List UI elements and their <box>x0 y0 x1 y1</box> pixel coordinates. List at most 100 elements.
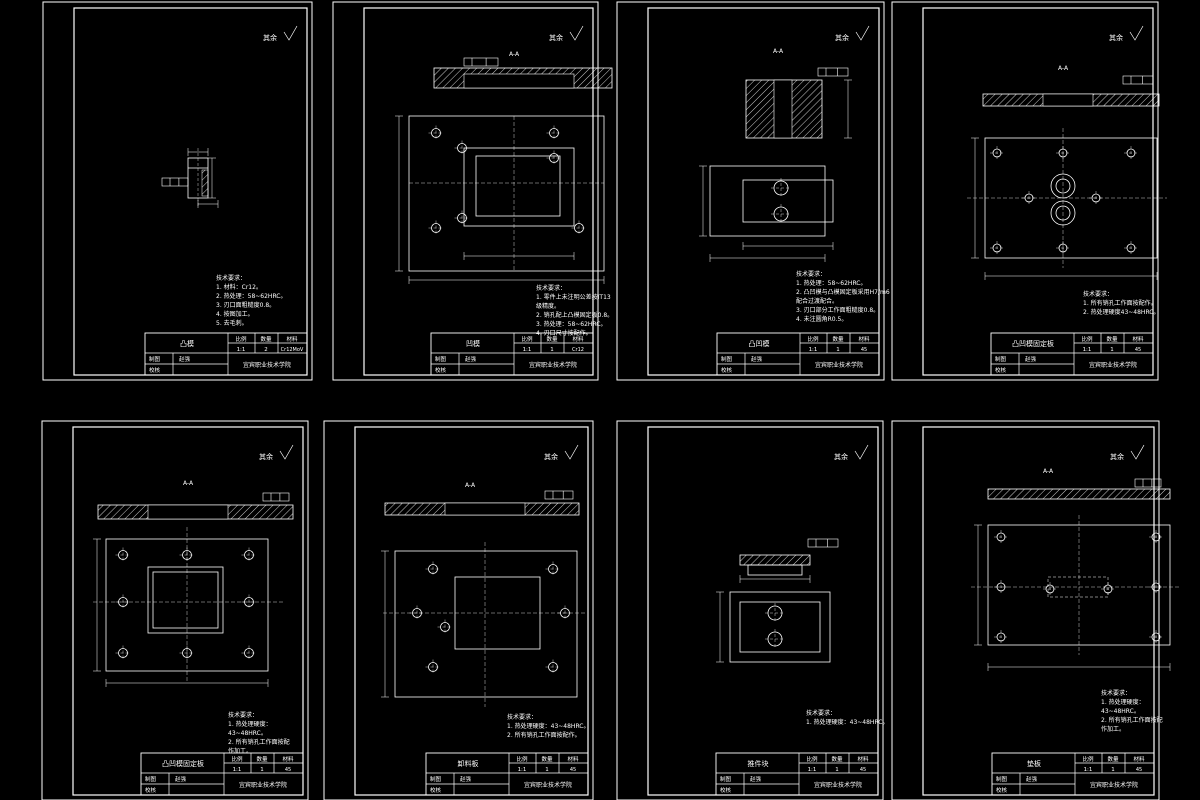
hole <box>241 547 257 563</box>
roughness-symbol: 其余 <box>835 25 870 42</box>
qty-header: 数量 <box>1107 755 1119 763</box>
drawn-label: 制图 <box>996 775 1008 783</box>
hole <box>409 605 425 621</box>
tolerance-frame <box>161 177 189 187</box>
checked-label: 校核 <box>720 786 732 794</box>
tolerance-frame <box>1122 75 1154 85</box>
hole <box>1101 582 1115 596</box>
hole <box>179 645 195 661</box>
hole <box>545 659 561 675</box>
dimension-line <box>984 272 1158 280</box>
note-line: 技术要求： <box>228 711 258 719</box>
scale-value: 1:1 <box>237 347 246 353</box>
drawer-name: 赵强 <box>460 775 472 783</box>
drawn-label: 制图 <box>435 355 447 363</box>
hole <box>1124 241 1138 255</box>
note-line: 2. 销孔配上凸模固定板0.8。 <box>536 311 613 319</box>
dimension-line <box>844 79 852 139</box>
scale-header: 比例 <box>235 335 247 343</box>
note-line: 1. 热处理：58~62HRC。 <box>796 279 867 287</box>
roughness-symbol: 其余 <box>834 444 869 461</box>
scale-header: 比例 <box>1081 335 1093 343</box>
qty-value: 2 <box>264 347 268 353</box>
roughness-rest-label: 其余 <box>834 452 848 461</box>
note-line: 技术要求： <box>806 709 836 717</box>
section-label: A-A <box>183 480 194 487</box>
dimension-line <box>408 276 605 284</box>
scale-header: 比例 <box>516 755 528 763</box>
roughness-symbol: 其余 <box>263 25 298 42</box>
drawn-label: 制图 <box>721 355 733 363</box>
dimension-line <box>395 115 403 272</box>
hole <box>179 547 195 563</box>
note-line: 1. 零件上未注明公差按IT13 <box>536 293 611 301</box>
tolerance-frame <box>1134 478 1162 488</box>
qty-header: 数量 <box>260 335 272 343</box>
hole <box>425 659 441 675</box>
hole <box>115 594 131 610</box>
tolerance-frame <box>262 492 290 502</box>
dimension-line <box>197 200 219 208</box>
hole <box>115 645 131 661</box>
hole <box>437 619 453 635</box>
hole <box>545 561 561 577</box>
part-name: 推件块 <box>748 759 769 768</box>
drawn-label: 制图 <box>430 775 442 783</box>
drawer-name: 赵强 <box>751 355 763 363</box>
roughness-rest-label: 其余 <box>1110 452 1124 461</box>
qty-header: 数量 <box>831 755 843 763</box>
hole <box>990 241 1004 255</box>
qty-value: 1 <box>836 347 840 353</box>
hole <box>1043 582 1057 596</box>
dimension-line <box>105 679 269 687</box>
note-line: 1. 材料：Cr12。 <box>216 283 262 291</box>
material-header: 材料 <box>572 335 584 343</box>
material-header: 材料 <box>1133 755 1145 763</box>
hole <box>1056 241 1070 255</box>
scale-value: 1:1 <box>1083 347 1092 353</box>
note-line: 作加工。 <box>1101 725 1125 733</box>
note-line: 技术要求： <box>1083 290 1113 298</box>
tolerance-frame <box>807 538 839 548</box>
note-line: 1. 热处理硬度： <box>228 720 272 728</box>
dimension-line <box>716 591 724 663</box>
school-name: 宜宾职业技术学院 <box>1090 781 1138 789</box>
hole <box>994 630 1008 644</box>
qty-header: 数量 <box>1106 335 1118 343</box>
note-line: 1. 热处理硬度： <box>1101 698 1145 706</box>
checked-label: 校核 <box>721 366 733 374</box>
material-header: 材料 <box>858 335 870 343</box>
dimension-line <box>974 524 982 646</box>
hole <box>1089 191 1103 205</box>
scale-header: 比例 <box>807 335 819 343</box>
drawer-name: 赵强 <box>1026 775 1038 783</box>
school-name: 宜宾职业技术学院 <box>524 781 572 789</box>
dimension-line <box>739 575 811 583</box>
scale-value: 1:1 <box>518 767 527 773</box>
hole <box>1056 146 1070 160</box>
scale-value: 1:1 <box>809 347 818 353</box>
part-name: 卸料板 <box>458 759 479 768</box>
checked-label: 校核 <box>149 366 161 374</box>
note-line: 技术要求： <box>507 713 537 721</box>
roughness-symbol: 其余 <box>1109 25 1144 42</box>
roughness-rest-label: 其余 <box>1109 33 1123 42</box>
dimension-line <box>742 242 834 250</box>
tolerance-frame <box>544 490 574 500</box>
section-label: A-A <box>1043 468 1054 475</box>
roughness-rest-label: 其余 <box>835 33 849 42</box>
checked-label: 校核 <box>435 366 447 374</box>
part-name: 凸凹模 <box>749 339 770 348</box>
dimension-line <box>709 254 826 262</box>
hole <box>546 125 562 141</box>
hole <box>571 220 587 236</box>
qty-value: 1 <box>1110 347 1114 353</box>
drawn-label: 制图 <box>149 355 161 363</box>
